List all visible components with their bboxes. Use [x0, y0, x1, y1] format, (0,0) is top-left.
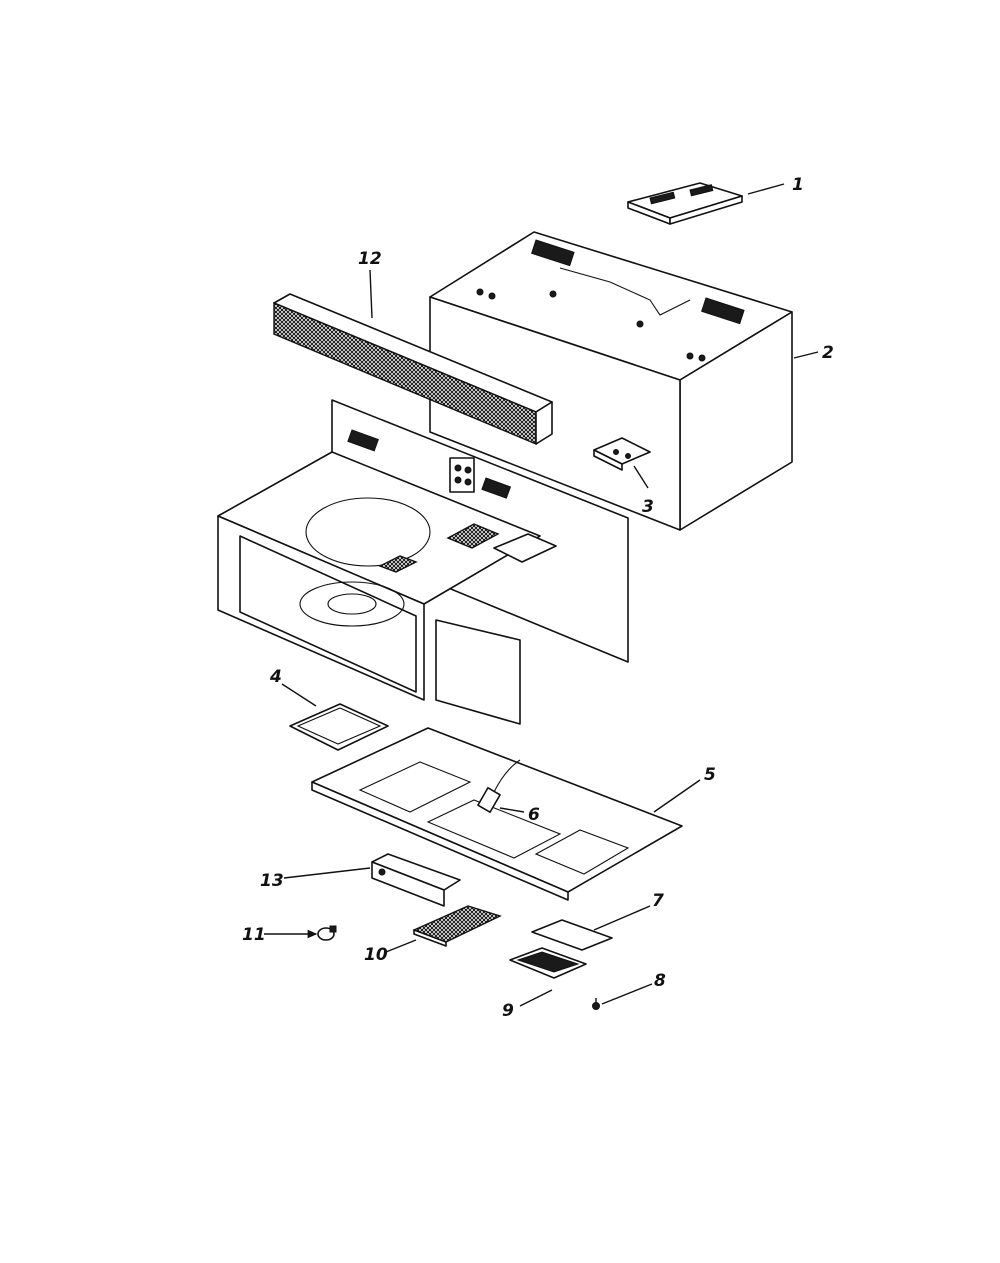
callout-13: 13 [260, 871, 284, 891]
part-4-cover-plate [289, 703, 389, 751]
part-10-filter [412, 905, 502, 947]
callout-5: 5 [704, 765, 716, 785]
part-13-lamp-housing [371, 853, 461, 907]
callout-labels: 1 2 3 4 5 6 7 8 9 10 11 12 13 [242, 175, 834, 1021]
part-9-lens-frame [509, 947, 587, 979]
oven-cavity-chassis [217, 399, 629, 725]
part-7-lens [531, 919, 613, 951]
part-3-bracket [593, 437, 651, 471]
part-1-control-board [627, 182, 743, 225]
callout-11: 11 [242, 925, 266, 945]
callout-8: 8 [654, 971, 666, 991]
callout-4: 4 [269, 667, 282, 687]
callout-3: 3 [642, 497, 654, 517]
part-11-lamp-bulb [317, 925, 337, 941]
part-5-base-plate [311, 727, 683, 901]
part-6-sensor [477, 759, 521, 813]
callout-10: 10 [364, 945, 388, 965]
callout-9: 9 [502, 1001, 514, 1021]
callout-7: 7 [652, 891, 664, 911]
part-2-outer-cabinet [429, 231, 793, 531]
part-12-vent-grille [273, 293, 553, 446]
callout-1: 1 [792, 175, 804, 195]
part-8-screw [592, 998, 600, 1010]
leader-lines [264, 183, 819, 1007]
callout-6: 6 [528, 805, 540, 825]
callout-12: 12 [358, 249, 382, 269]
callout-2: 2 [822, 343, 834, 363]
